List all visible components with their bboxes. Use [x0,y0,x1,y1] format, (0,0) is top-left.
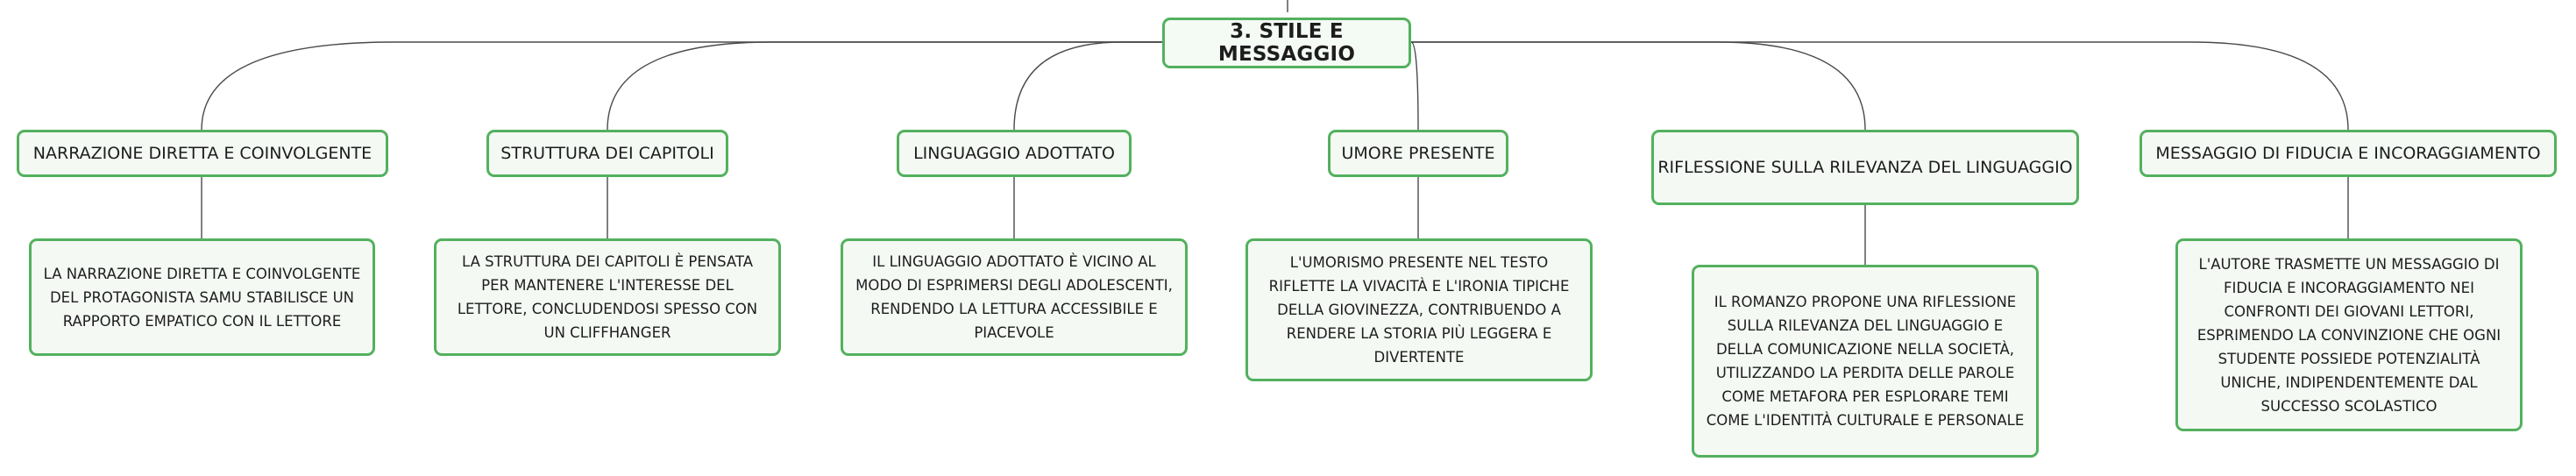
detail-text: IL LINGUAGGIO ADOTTATO È VICINO AL MODO … [855,253,1173,341]
topic-label: NARRAZIONE DIRETTA E COINVOLGENTE [32,144,373,163]
detail-text: IL ROMANZO PROPONE UNA RIFLESSIONE SULLA… [1706,294,2025,429]
topic-label: MESSAGGIO DI FIDUCIA E INCORAGGIAMENTO [2155,144,2541,163]
detail-node-narrazione[interactable]: LA NARRAZIONE DIRETTA E COINVOLGENTE DEL… [29,238,375,356]
detail-node-messaggio[interactable]: L'AUTORE TRASMETTE UN MESSAGGIO DI FIDUC… [2175,238,2523,431]
connector-root-topic-3 [1013,41,1162,131]
topic-node-linguaggio[interactable]: LINGUAGGIO ADOTTATO [897,130,1132,177]
connector-root-topic-5 [1411,41,1866,131]
root-node[interactable]: 3. STILE E MESSAGGIO [1162,18,1411,68]
detail-text: L'UMORISMO PRESENTE NEL TESTO RIFLETTE L… [1268,254,1570,366]
connector-root-topic-2 [607,41,1162,131]
topic-label: RIFLESSIONE SULLA RILEVANZA DEL LINGUAGG… [1657,158,2073,177]
topic-node-umore[interactable]: UMORE PRESENTE [1328,130,1508,177]
connector-root-topic-4 [1410,41,1419,131]
detail-node-struttura[interactable]: LA STRUTTURA DEI CAPITOLI È PENSATA PER … [434,238,781,356]
detail-node-riflessione[interactable]: IL ROMANZO PROPONE UNA RIFLESSIONE SULLA… [1692,265,2039,458]
connector-root-topic-6 [1411,41,2349,131]
detail-node-umore[interactable]: L'UMORISMO PRESENTE NEL TESTO RIFLETTE L… [1245,238,1593,381]
detail-text: L'AUTORE TRASMETTE UN MESSAGGIO DI FIDUC… [2196,255,2501,415]
topic-label: LINGUAGGIO ADOTTATO [913,144,1115,163]
topic-label: UMORE PRESENTE [1341,144,1495,163]
topic-node-narrazione[interactable]: NARRAZIONE DIRETTA E COINVOLGENTE [17,130,388,177]
topic-node-struttura[interactable]: STRUTTURA DEI CAPITOLI [486,130,728,177]
topic-node-messaggio[interactable]: MESSAGGIO DI FIDUCIA E INCORAGGIAMENTO [2140,130,2557,177]
topic-label: STRUTTURA DEI CAPITOLI [500,144,714,163]
detail-text: LA STRUTTURA DEI CAPITOLI È PENSATA PER … [457,253,758,341]
connector-root-topic-1 [201,41,1162,131]
topic-node-riflessione[interactable]: RIFLESSIONE SULLA RILEVANZA DEL LINGUAGG… [1651,130,2079,205]
detail-node-linguaggio[interactable]: IL LINGUAGGIO ADOTTATO È VICINO AL MODO … [841,238,1188,356]
detail-text: LA NARRAZIONE DIRETTA E COINVOLGENTE DEL… [43,265,361,330]
root-label: 3. STILE E MESSAGGIO [1217,20,1356,66]
